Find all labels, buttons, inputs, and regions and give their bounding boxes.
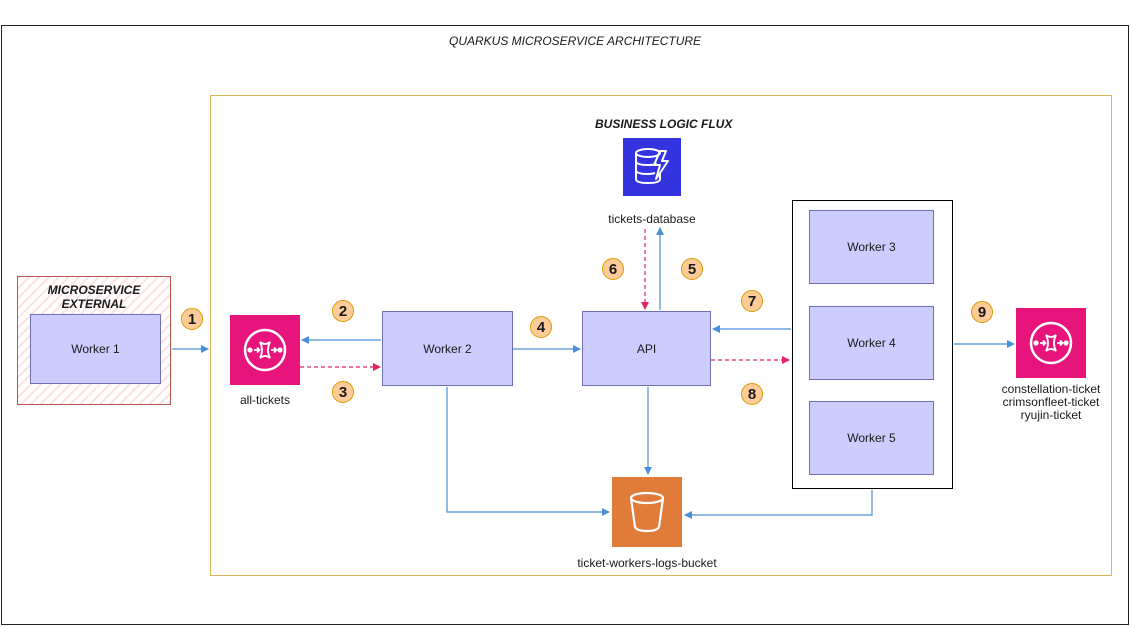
architecture-title: QUARKUS MICROSERVICE ARCHITECTURE — [449, 34, 702, 48]
step-badge: 4 — [530, 316, 552, 338]
dynamodb-icon — [635, 148, 669, 185]
step-badge: 7 — [741, 290, 763, 312]
worker-2-label: Worker 2 — [423, 341, 472, 356]
step-badge: 6 — [602, 258, 624, 280]
sqs-queue-icon — [1029, 321, 1073, 365]
tickets-database-label: tickets-database — [608, 212, 696, 226]
worker-3-label: Worker 3 — [847, 240, 896, 254]
topic-crimsonfleet-label: crimsonfleet-ticket — [1002, 395, 1100, 409]
worker-3-node[interactable]: Worker 3 — [809, 210, 934, 284]
worker-5-label: Worker 5 — [847, 431, 896, 445]
business-logic-frame — [210, 95, 1112, 576]
arrow-workers-to-bucket — [684, 490, 873, 519]
worker-1-label: Worker 1 — [71, 342, 120, 356]
all-tickets-queue[interactable] — [230, 315, 300, 385]
external-microservice-title: MICROSERVICE EXTERNAL — [47, 283, 141, 311]
step-badge: 1 — [181, 308, 203, 330]
ticket-workers-logs-bucket[interactable] — [612, 477, 682, 547]
output-topics-queue[interactable] — [1016, 308, 1086, 378]
business-logic-title: BUSINESS LOGIC FLUX — [595, 117, 733, 131]
step-badge: 2 — [332, 300, 354, 322]
sqs-queue-icon — [243, 328, 287, 372]
all-tickets-label: all-tickets — [239, 393, 290, 407]
topic-constellation-label: constellation-ticket — [1001, 382, 1101, 396]
ticket-workers-logs-bucket-label: ticket-workers-logs-bucket — [577, 556, 717, 570]
output-topics-label: constellation-ticket crimsonfleet-ticket… — [991, 383, 1111, 422]
worker-1-node[interactable]: Worker 1 — [30, 314, 161, 384]
s3-bucket-icon — [629, 491, 665, 533]
architecture-frame — [1, 25, 1129, 625]
step-badge: 8 — [741, 383, 763, 405]
api-label: API — [636, 341, 657, 356]
step-badge: 5 — [681, 258, 703, 280]
step-badge: 3 — [332, 381, 354, 403]
worker-4-label: Worker 4 — [847, 336, 896, 350]
worker-2-node[interactable]: Worker 2 — [382, 311, 513, 386]
step-badge: 9 — [971, 301, 993, 323]
arrow-worker2-to-bucket — [446, 387, 610, 516]
tickets-database[interactable] — [623, 138, 681, 196]
api-node[interactable]: API — [582, 311, 711, 386]
worker-4-node[interactable]: Worker 4 — [809, 306, 934, 380]
worker-5-node[interactable]: Worker 5 — [809, 401, 934, 475]
topic-ryujin-label: ryujin-ticket — [1020, 408, 1082, 422]
